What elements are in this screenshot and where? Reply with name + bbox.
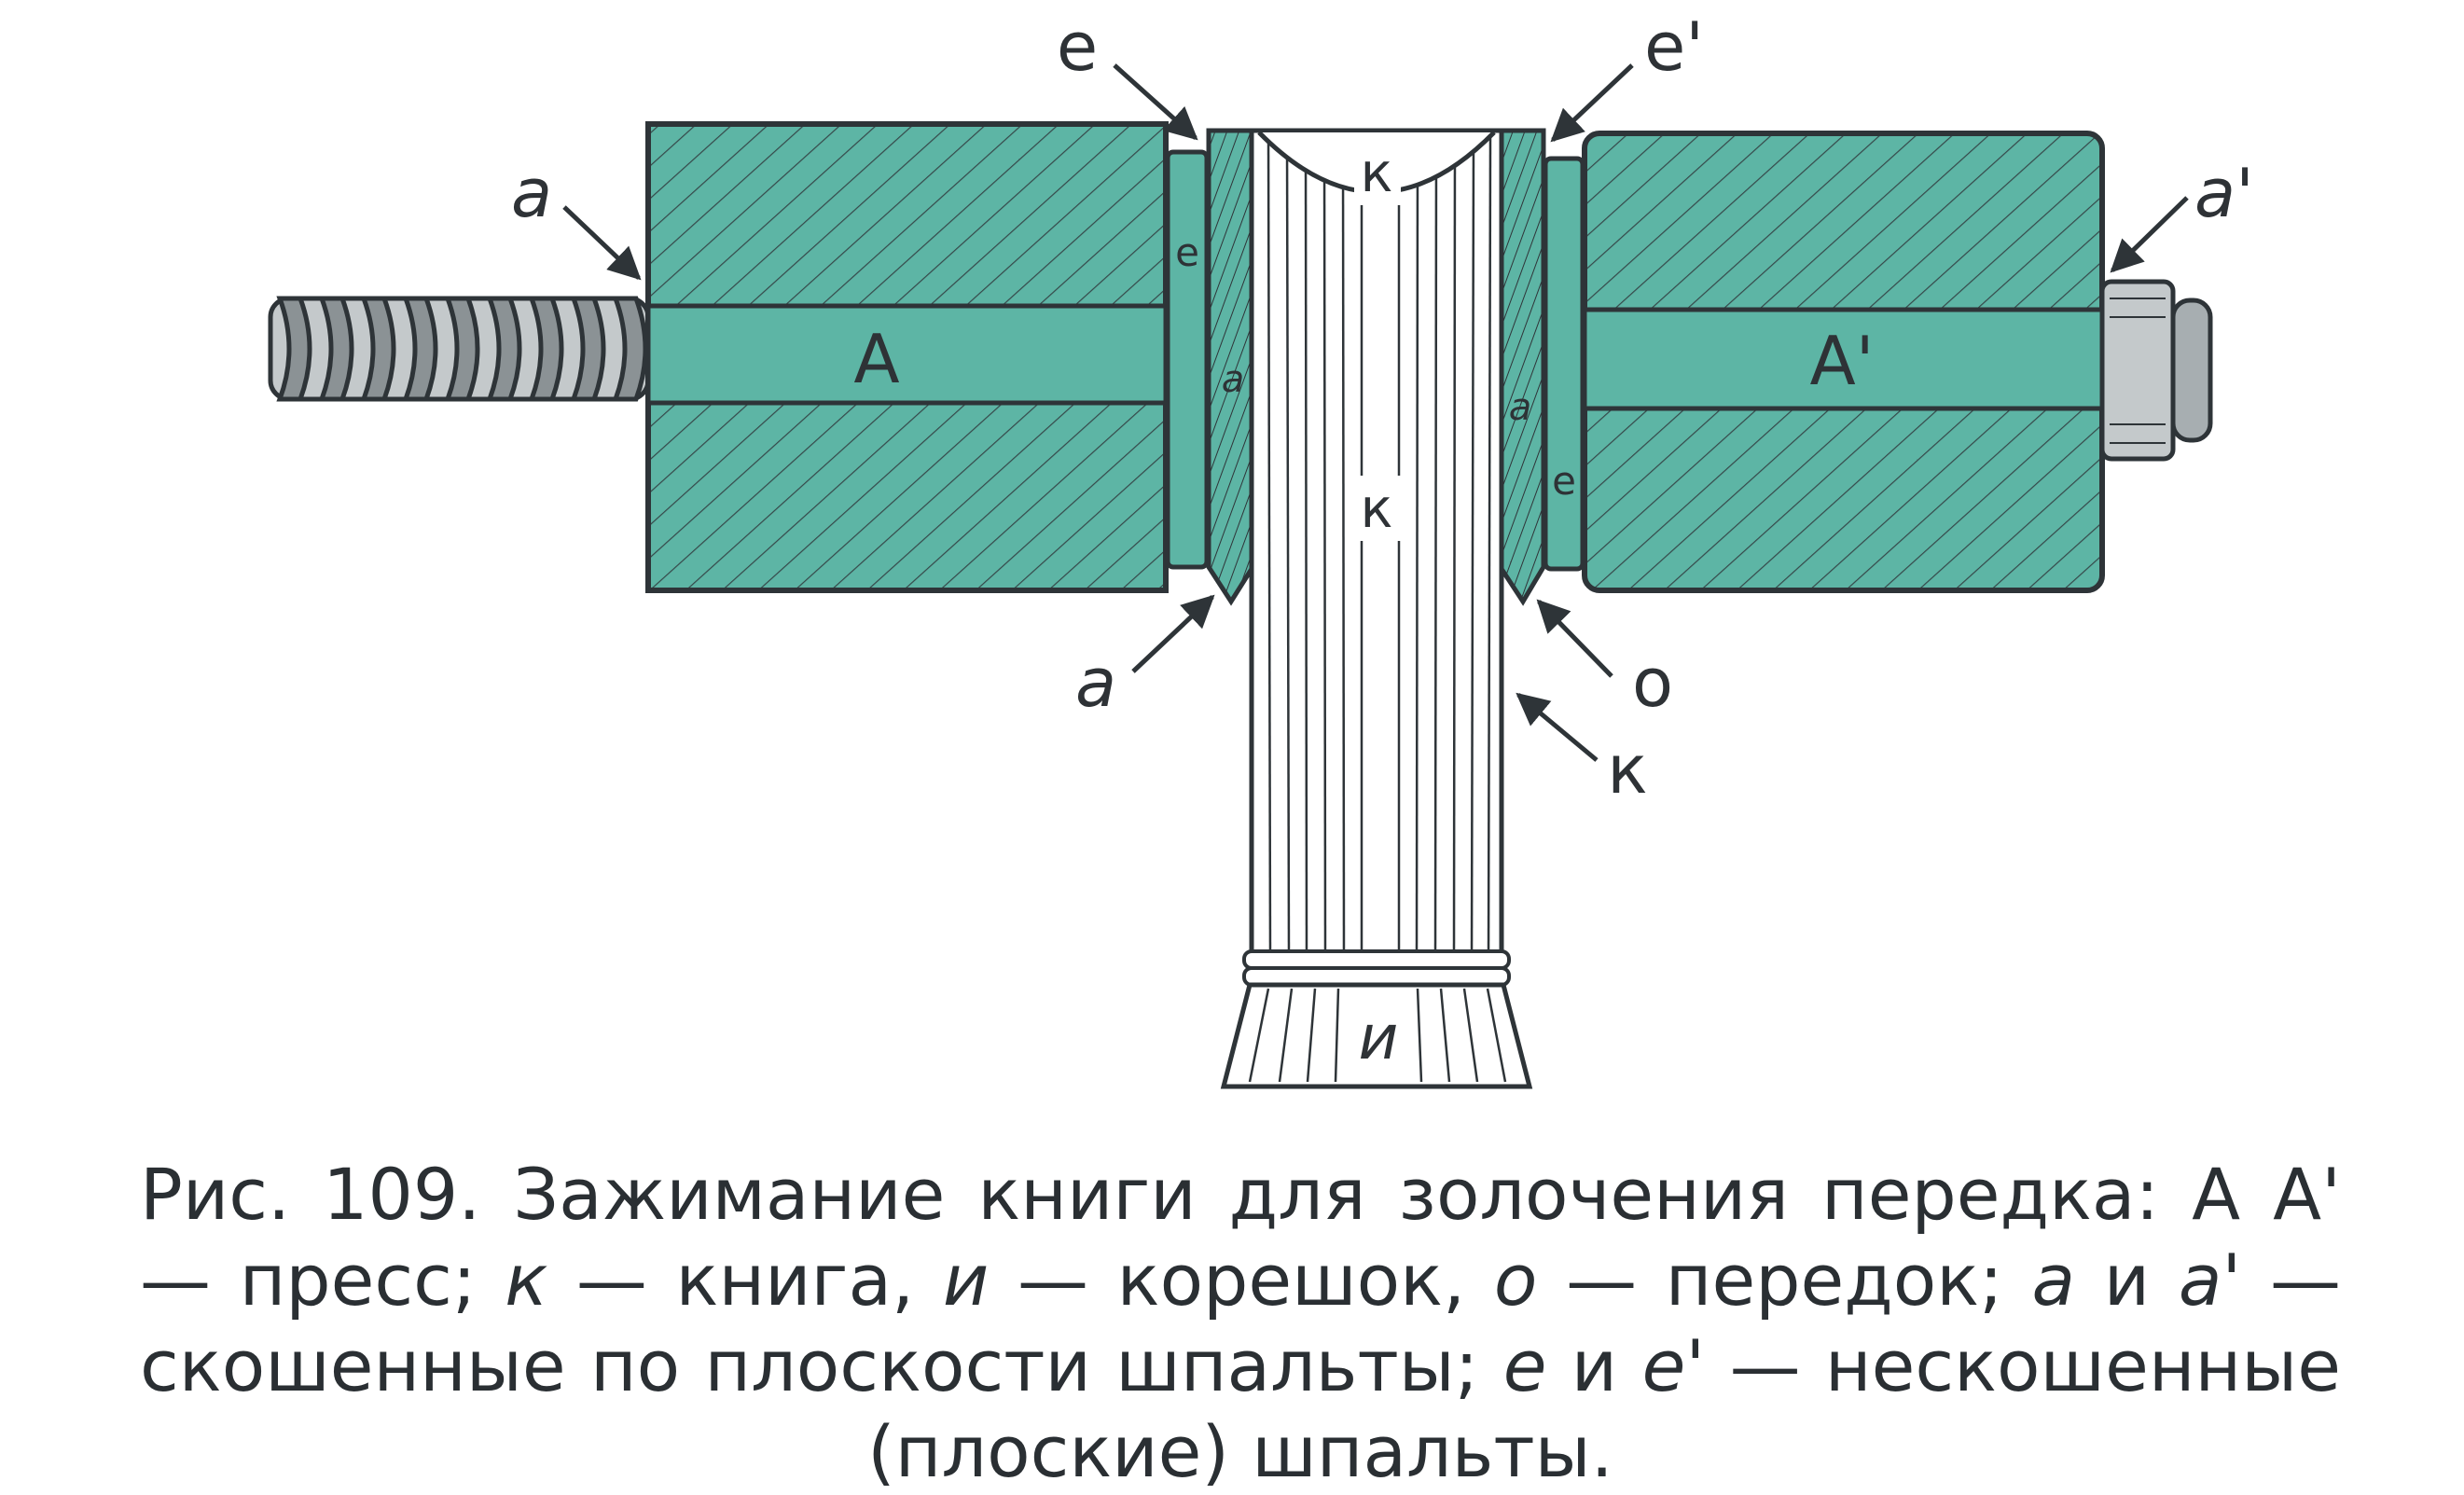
figure-caption: Рис. 109. Зажимание книги для золочения … <box>140 1152 2341 1495</box>
callout-a-left: а <box>511 154 552 232</box>
caption-text: Рис. 109. Зажимание книги для золочения … <box>140 1153 2341 1322</box>
book-spine <box>1220 949 1533 1089</box>
arrow-a-prime-right <box>2110 196 2189 273</box>
press-left-label: A <box>853 320 899 398</box>
caption-text: — скошенные по плоскости шпальты; <box>140 1239 2341 1407</box>
caption-term-e-prime: е' <box>1641 1324 1706 1407</box>
caption-term-e: е <box>1502 1324 1547 1407</box>
caption-text: — передок; <box>1537 1239 2032 1322</box>
caption-term-k: к <box>505 1239 548 1322</box>
arrow-e-prime-top <box>1550 63 1634 143</box>
caption-text: и <box>2075 1239 2179 1322</box>
flat-board-left <box>1165 149 1210 570</box>
bevel-right-label: а <box>1509 386 1532 429</box>
arrow-o-bottom <box>1536 599 1613 678</box>
press-nut <box>2099 279 2213 462</box>
caption-term-i: и <box>942 1239 990 1322</box>
arrow-e-top <box>1113 63 1198 141</box>
callout-k-bottom: к <box>1607 730 1648 809</box>
callout-e-top: е <box>1057 7 1098 86</box>
caption-term-a-prime: а' <box>2178 1239 2242 1322</box>
book-middle-label: к <box>1360 477 1392 540</box>
book-top-label: к <box>1360 141 1392 204</box>
caption-text: — корешок, <box>989 1239 1494 1322</box>
caption-term-a: а <box>2031 1239 2076 1322</box>
bevel-board-left <box>1206 128 1254 606</box>
flat-right-label: е <box>1552 458 1576 504</box>
caption-term-o: о <box>1493 1239 1538 1322</box>
callout-a-prime-right: а' <box>2194 154 2254 232</box>
caption-text: — нескошенные (плоские) шпальты. <box>867 1324 2341 1493</box>
flat-left-label: е <box>1175 229 1199 275</box>
caption-text: — книга, <box>547 1239 943 1322</box>
bevel-board-right <box>1499 128 1546 606</box>
callout-e-prime-top: е' <box>1644 7 1704 86</box>
arrow-a-left <box>562 205 642 281</box>
book-body <box>1249 128 1504 968</box>
press-block-left <box>645 121 1169 593</box>
callout-a-bottom: а <box>1075 644 1116 722</box>
callout-o-bottom: о <box>1632 644 1673 722</box>
arrow-a-bottom <box>1131 594 1215 673</box>
flat-board-right <box>1543 156 1585 572</box>
spine-label: и <box>1359 1002 1399 1073</box>
callout-arrows <box>562 63 2189 762</box>
screw-thread <box>268 296 651 402</box>
bevel-left-label: а <box>1222 358 1245 401</box>
arrow-k-bottom <box>1516 692 1599 762</box>
press-right-label: A' <box>1809 322 1874 400</box>
caption-text: и <box>1546 1324 1642 1407</box>
